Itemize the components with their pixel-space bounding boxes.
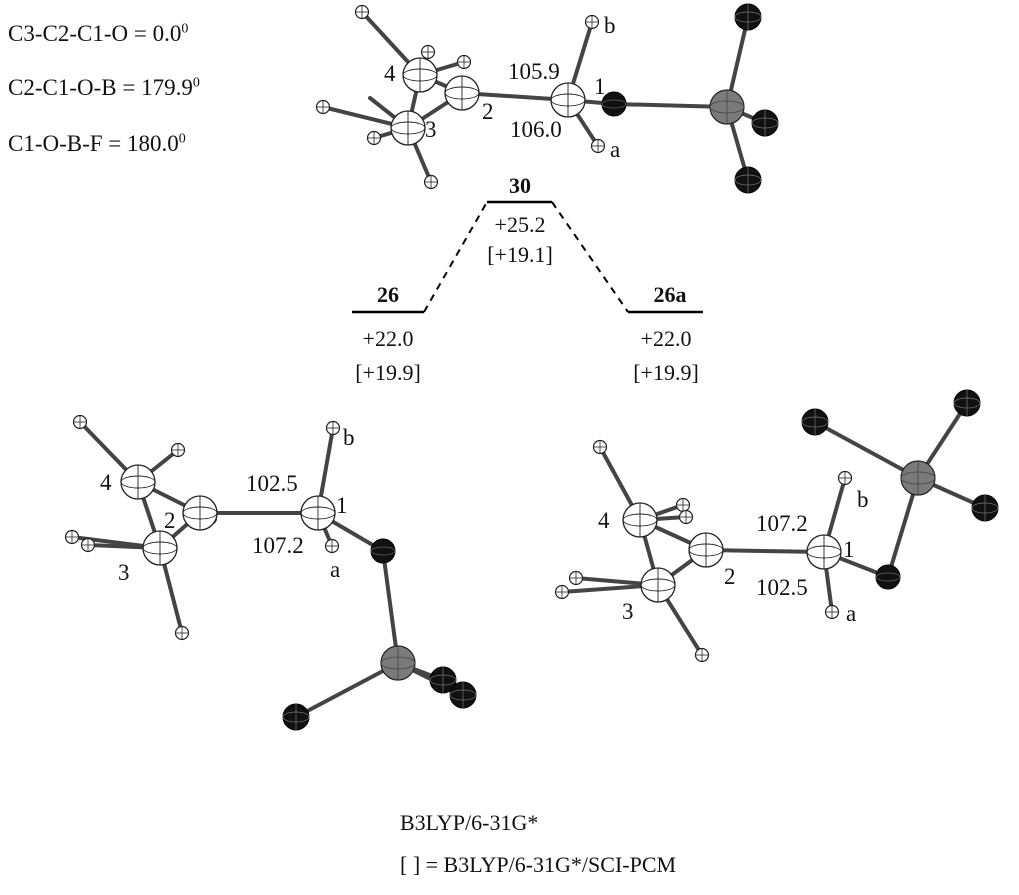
top-label-3: 3 [425,117,437,142]
top-label-hb: b [604,13,616,38]
left-angle-upper: 102.5 [246,471,298,496]
left-label-2: 2 [164,508,176,533]
right-angle-lower: 102.5 [756,575,808,600]
top-angle-upper: 105.9 [508,59,560,84]
molecule-right [554,389,999,663]
right-angle-upper: 107.2 [756,511,808,536]
state-id-left: 26 [377,282,399,307]
top-label-2: 2 [482,99,494,124]
energy-left: +22.0 [362,326,414,351]
dihedral-c3c2c1o: C3-C2-C1-O = 0.00 [8,21,189,46]
energy-pcm-left: [+19.9] [355,360,421,385]
left-label-ha: a [330,557,341,582]
dihedral-c2c1ob: C2-C1-O-B = 179.90 [8,75,200,100]
right-label-ha: a [846,601,857,626]
left-label-hb: b [343,425,355,450]
top-label-ha: a [610,137,621,162]
molecule-left [64,414,477,731]
method-pcm-label: [ ] = B3LYP/6-31G*/SCI-PCM [400,852,677,877]
right-label-3: 3 [622,599,634,624]
method-label: B3LYP/6-31G* [400,810,539,835]
left-label-4: 4 [100,470,112,495]
molecule-ts [315,3,779,194]
left-label-1: 1 [336,493,348,518]
energy-pcm-ts: [+19.1] [487,242,553,267]
state-id-ts: 30 [509,173,531,198]
energy-pcm-right: [+19.9] [633,360,699,385]
right-label-4: 4 [598,508,610,533]
connector-left [423,201,488,313]
right-label-1: 1 [843,537,855,562]
state-id-right: 26a [653,282,687,307]
left-angle-lower: 107.2 [252,533,304,558]
top-label-4: 4 [384,61,396,86]
top-label-1: 1 [594,74,606,99]
energy-right: +22.0 [640,326,692,351]
top-angle-lower: 106.0 [510,117,562,142]
right-label-hb: b [857,487,869,512]
right-label-2: 2 [724,564,736,589]
connector-right [551,201,629,313]
energy-ts: +25.2 [494,212,546,237]
dihedral-c1obf: C1-O-B-F = 180.00 [8,131,186,156]
left-label-3: 3 [118,560,130,585]
